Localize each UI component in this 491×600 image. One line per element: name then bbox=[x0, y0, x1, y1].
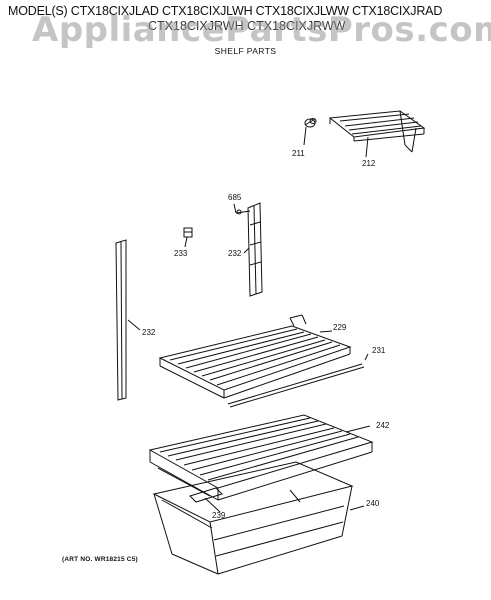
part-232-upper-drawing[interactable] bbox=[243, 202, 263, 297]
part-212-drawing[interactable] bbox=[328, 110, 426, 158]
art-number: (ART NO. WR18215 C5) bbox=[62, 556, 138, 563]
header: MODEL(S) CTX18CIXJLAD CTX18CIXJLWH CTX18… bbox=[8, 4, 484, 34]
part-239-drawing[interactable] bbox=[189, 487, 223, 513]
part-label-229: 229 bbox=[333, 323, 347, 332]
part-label-232-left: 232 bbox=[142, 328, 156, 337]
part-211-drawing[interactable] bbox=[303, 118, 317, 146]
part-231-drawing[interactable] bbox=[227, 353, 369, 408]
section-title: SHELF PARTS bbox=[214, 46, 277, 56]
model-list-line-2: CTX18CIXJRWH CTX18CIXJRWW bbox=[148, 19, 346, 33]
part-label-240: 240 bbox=[366, 499, 380, 508]
part-label-211: 211 bbox=[292, 149, 305, 158]
part-label-685: 685 bbox=[228, 193, 242, 202]
part-label-212: 212 bbox=[362, 159, 376, 168]
part-233-drawing[interactable] bbox=[183, 227, 193, 248]
part-240-drawing[interactable] bbox=[152, 461, 365, 575]
part-232-left-drawing[interactable] bbox=[115, 239, 141, 401]
part-label-233: 233 bbox=[174, 249, 188, 258]
model-list-line-1: MODEL(S) CTX18CIXJLAD CTX18CIXJLWH CTX18… bbox=[8, 4, 443, 18]
part-label-242: 242 bbox=[376, 421, 390, 430]
part-242-drawing[interactable] bbox=[148, 414, 374, 501]
watermark: AppliancePartsPros.com bbox=[32, 10, 491, 50]
part-label-231: 231 bbox=[372, 346, 386, 355]
part-229-drawing[interactable] bbox=[158, 314, 352, 399]
part-label-232-upper: 232 bbox=[228, 249, 242, 258]
part-label-239: 239 bbox=[212, 511, 226, 520]
